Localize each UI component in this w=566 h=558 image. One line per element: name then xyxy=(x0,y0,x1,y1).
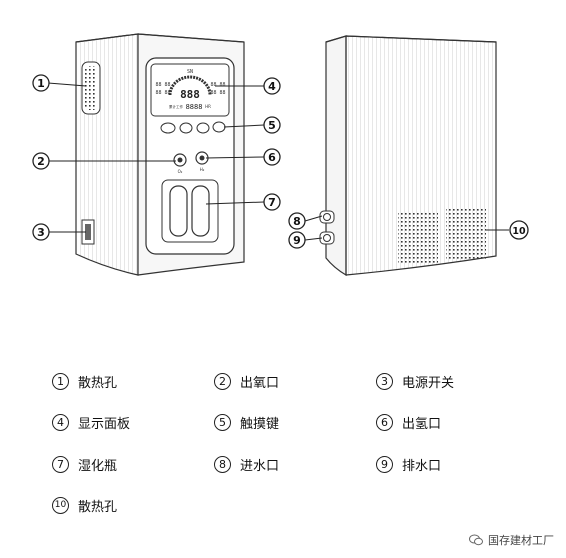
legend-label: 出氧口 xyxy=(240,375,280,391)
callout-5: 5 xyxy=(263,116,281,134)
legend-item-2: 2 出氧口 xyxy=(214,370,279,392)
watermark-text: 国存建材工厂 xyxy=(488,534,554,547)
legend-number: 4 xyxy=(52,413,69,431)
legend-item-6: 6 出氢口 xyxy=(376,411,441,433)
svg-text:8: 8 xyxy=(293,215,301,228)
watermark: 国存建材工厂 xyxy=(469,532,554,548)
legend-number: 10 xyxy=(52,496,69,514)
touch-key-4-icon xyxy=(212,121,226,133)
callout-10: 10 xyxy=(509,220,529,240)
display-bottom-digits: 8888 xyxy=(186,103,203,111)
display-right-a: 88 88 xyxy=(210,82,225,88)
legend-number: 3 xyxy=(376,372,393,390)
svg-text:2: 2 xyxy=(37,155,45,168)
legend-label: 出氢口 xyxy=(402,416,442,432)
rear-vent-icon xyxy=(398,208,486,264)
touch-key-2-icon xyxy=(179,122,193,134)
callout-1: 1 xyxy=(32,74,50,92)
callout-8: 8 xyxy=(288,212,306,230)
front-device: SN 888 88 88 88 88 88 88 88 88 累计工作 8888… xyxy=(75,33,245,276)
oxygen-outlet-label: O₂ xyxy=(178,169,183,174)
legend-number: 5 xyxy=(214,413,231,431)
rear-device xyxy=(319,35,497,277)
display-right-b: 88 88 xyxy=(210,90,225,96)
legend-item-5: 5 触摸键 xyxy=(214,411,279,433)
legend-item-4: 4 显示面板 xyxy=(52,411,130,433)
svg-text:3: 3 xyxy=(37,226,45,239)
callout-lines xyxy=(47,82,509,241)
svg-text:7: 7 xyxy=(268,196,276,209)
legend-item-1: 1 散热孔 xyxy=(52,370,117,392)
legend-number: 2 xyxy=(214,372,231,390)
callout-4: 4 xyxy=(263,77,281,95)
svg-text:4: 4 xyxy=(268,80,276,93)
legend-label: 触摸键 xyxy=(240,416,280,432)
legend-number: 6 xyxy=(376,413,393,431)
hydrogen-outlet-label: H₂ xyxy=(200,167,205,172)
callout-markers: 1 2 3 4 5 6 7 8 9 10 xyxy=(32,74,529,249)
svg-text:1: 1 xyxy=(37,77,45,90)
display-left-b: 88 88 xyxy=(155,90,170,96)
legend-item-10: 10 散热孔 xyxy=(52,494,117,516)
device-diagram: SN 888 88 88 88 88 88 88 88 88 累计工作 8888… xyxy=(32,33,529,277)
humidifier-bottles-icon xyxy=(161,179,219,243)
display-sn-label: SN xyxy=(187,69,193,75)
svg-text:9: 9 xyxy=(293,234,301,247)
svg-text:6: 6 xyxy=(268,151,276,164)
callout-9: 9 xyxy=(288,231,306,249)
legend-number: 7 xyxy=(52,455,69,473)
display-left-a: 88 88 xyxy=(155,82,170,88)
callout-6: 6 xyxy=(263,148,281,166)
callout-7: 7 xyxy=(263,193,281,211)
legend-item-9: 9 排水口 xyxy=(376,453,441,475)
legend-label: 排水口 xyxy=(402,458,442,474)
display-bottom-unit: HR xyxy=(205,104,211,109)
oxygen-outlet-icon: O₂ xyxy=(173,153,187,174)
callout-3: 3 xyxy=(32,223,50,241)
touch-key-3-icon xyxy=(196,122,210,134)
display-bottom-prefix: 累计工作 xyxy=(169,104,183,109)
touch-key-1-icon xyxy=(160,122,176,134)
legend-item-7: 7 湿化瓶 xyxy=(52,453,117,475)
water-drain-icon xyxy=(319,231,335,245)
legend-item-8: 8 进水口 xyxy=(214,453,279,475)
legend-number: 1 xyxy=(52,372,69,390)
hydrogen-outlet-icon: H₂ xyxy=(195,151,209,172)
legend-number: 9 xyxy=(376,455,393,473)
side-vent-icon xyxy=(81,61,101,115)
wechat-icon xyxy=(469,534,483,546)
legend-number: 8 xyxy=(214,455,231,473)
callout-2: 2 xyxy=(32,152,50,170)
svg-text:10: 10 xyxy=(512,226,526,237)
legend-label: 散热孔 xyxy=(78,499,118,515)
display-panel: SN 888 88 88 88 88 88 88 88 88 累计工作 8888… xyxy=(150,63,230,117)
legend-label: 散热孔 xyxy=(78,375,118,391)
legend-label: 电源开关 xyxy=(402,375,455,391)
legend-item-3: 3 电源开关 xyxy=(376,370,454,392)
display-center-digits: 888 xyxy=(180,88,200,101)
legend: 1 散热孔 2 出氧口 3 电源开关 4 显示面板 5 触摸键 6 出氢口 7 … xyxy=(0,362,566,522)
svg-text:5: 5 xyxy=(268,119,276,132)
legend-label: 进水口 xyxy=(240,458,280,474)
water-inlet-icon xyxy=(319,210,335,224)
legend-label: 显示面板 xyxy=(78,416,131,432)
legend-label: 湿化瓶 xyxy=(78,458,118,474)
